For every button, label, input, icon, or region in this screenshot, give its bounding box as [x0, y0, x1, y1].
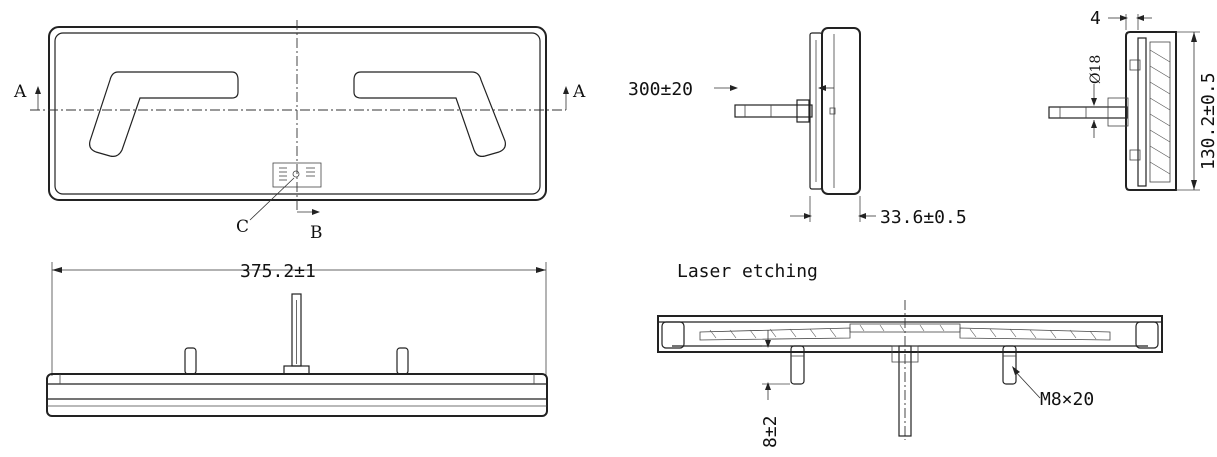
section-a-view: 4 Ø18 130.2±0.5: [1048, 8, 1217, 191]
width-dimension-label: 375.2±1: [240, 261, 316, 282]
left-stud: [184, 347, 197, 375]
section-b-label: B: [310, 223, 323, 243]
side-view-housing: [821, 27, 861, 195]
callout-c-label: C: [236, 217, 249, 237]
left-bolt: [790, 345, 805, 385]
top-view: 375.2±1: [46, 261, 548, 417]
section-a-left-label: A: [13, 82, 27, 102]
depth-label: 33.6±0.5: [880, 207, 967, 228]
side-view: 300±20 33.6±0.5: [628, 27, 967, 228]
section-a-right-label: A: [572, 82, 586, 102]
laser-etching-label: Laser etching: [677, 261, 818, 282]
left-light-shape: [89, 71, 239, 157]
cable-length-label: 300±20: [628, 79, 693, 100]
right-stud: [396, 347, 409, 375]
top-view-body: [46, 373, 548, 417]
right-light-shape: [353, 71, 506, 157]
section-b-view: Laser etching: [657, 261, 1163, 448]
bolt-leader: [1013, 369, 1041, 399]
front-outer-frame: [48, 26, 547, 201]
side-view-lens: [809, 32, 823, 190]
section-cable: [1048, 106, 1128, 119]
section-b-arrow: [312, 209, 320, 215]
callout-c-leader: [249, 177, 295, 221]
top-view-cable-gland: [283, 365, 310, 375]
front-inner-frame: [54, 32, 541, 195]
section-housing: [1125, 31, 1177, 191]
label-plate: [272, 162, 322, 188]
section-b-housing: [657, 315, 1163, 353]
label-plate-hole: [292, 170, 300, 178]
side-view-cable: [734, 104, 813, 118]
diameter-label: Ø18: [1088, 55, 1104, 84]
flange-label: 4: [1090, 8, 1101, 29]
side-view-gland: [796, 99, 810, 123]
bolt-label: M8×20: [1040, 389, 1094, 410]
height-label: 130.2±0.5: [1198, 72, 1217, 170]
right-bolt: [1002, 345, 1017, 385]
bolt-length-label: 8±2: [760, 415, 781, 448]
section-lens: [1137, 37, 1147, 187]
front-view: A A C B: [13, 20, 586, 243]
section-a-left-arrow: [35, 86, 41, 94]
section-a-right-arrow: [563, 86, 569, 94]
